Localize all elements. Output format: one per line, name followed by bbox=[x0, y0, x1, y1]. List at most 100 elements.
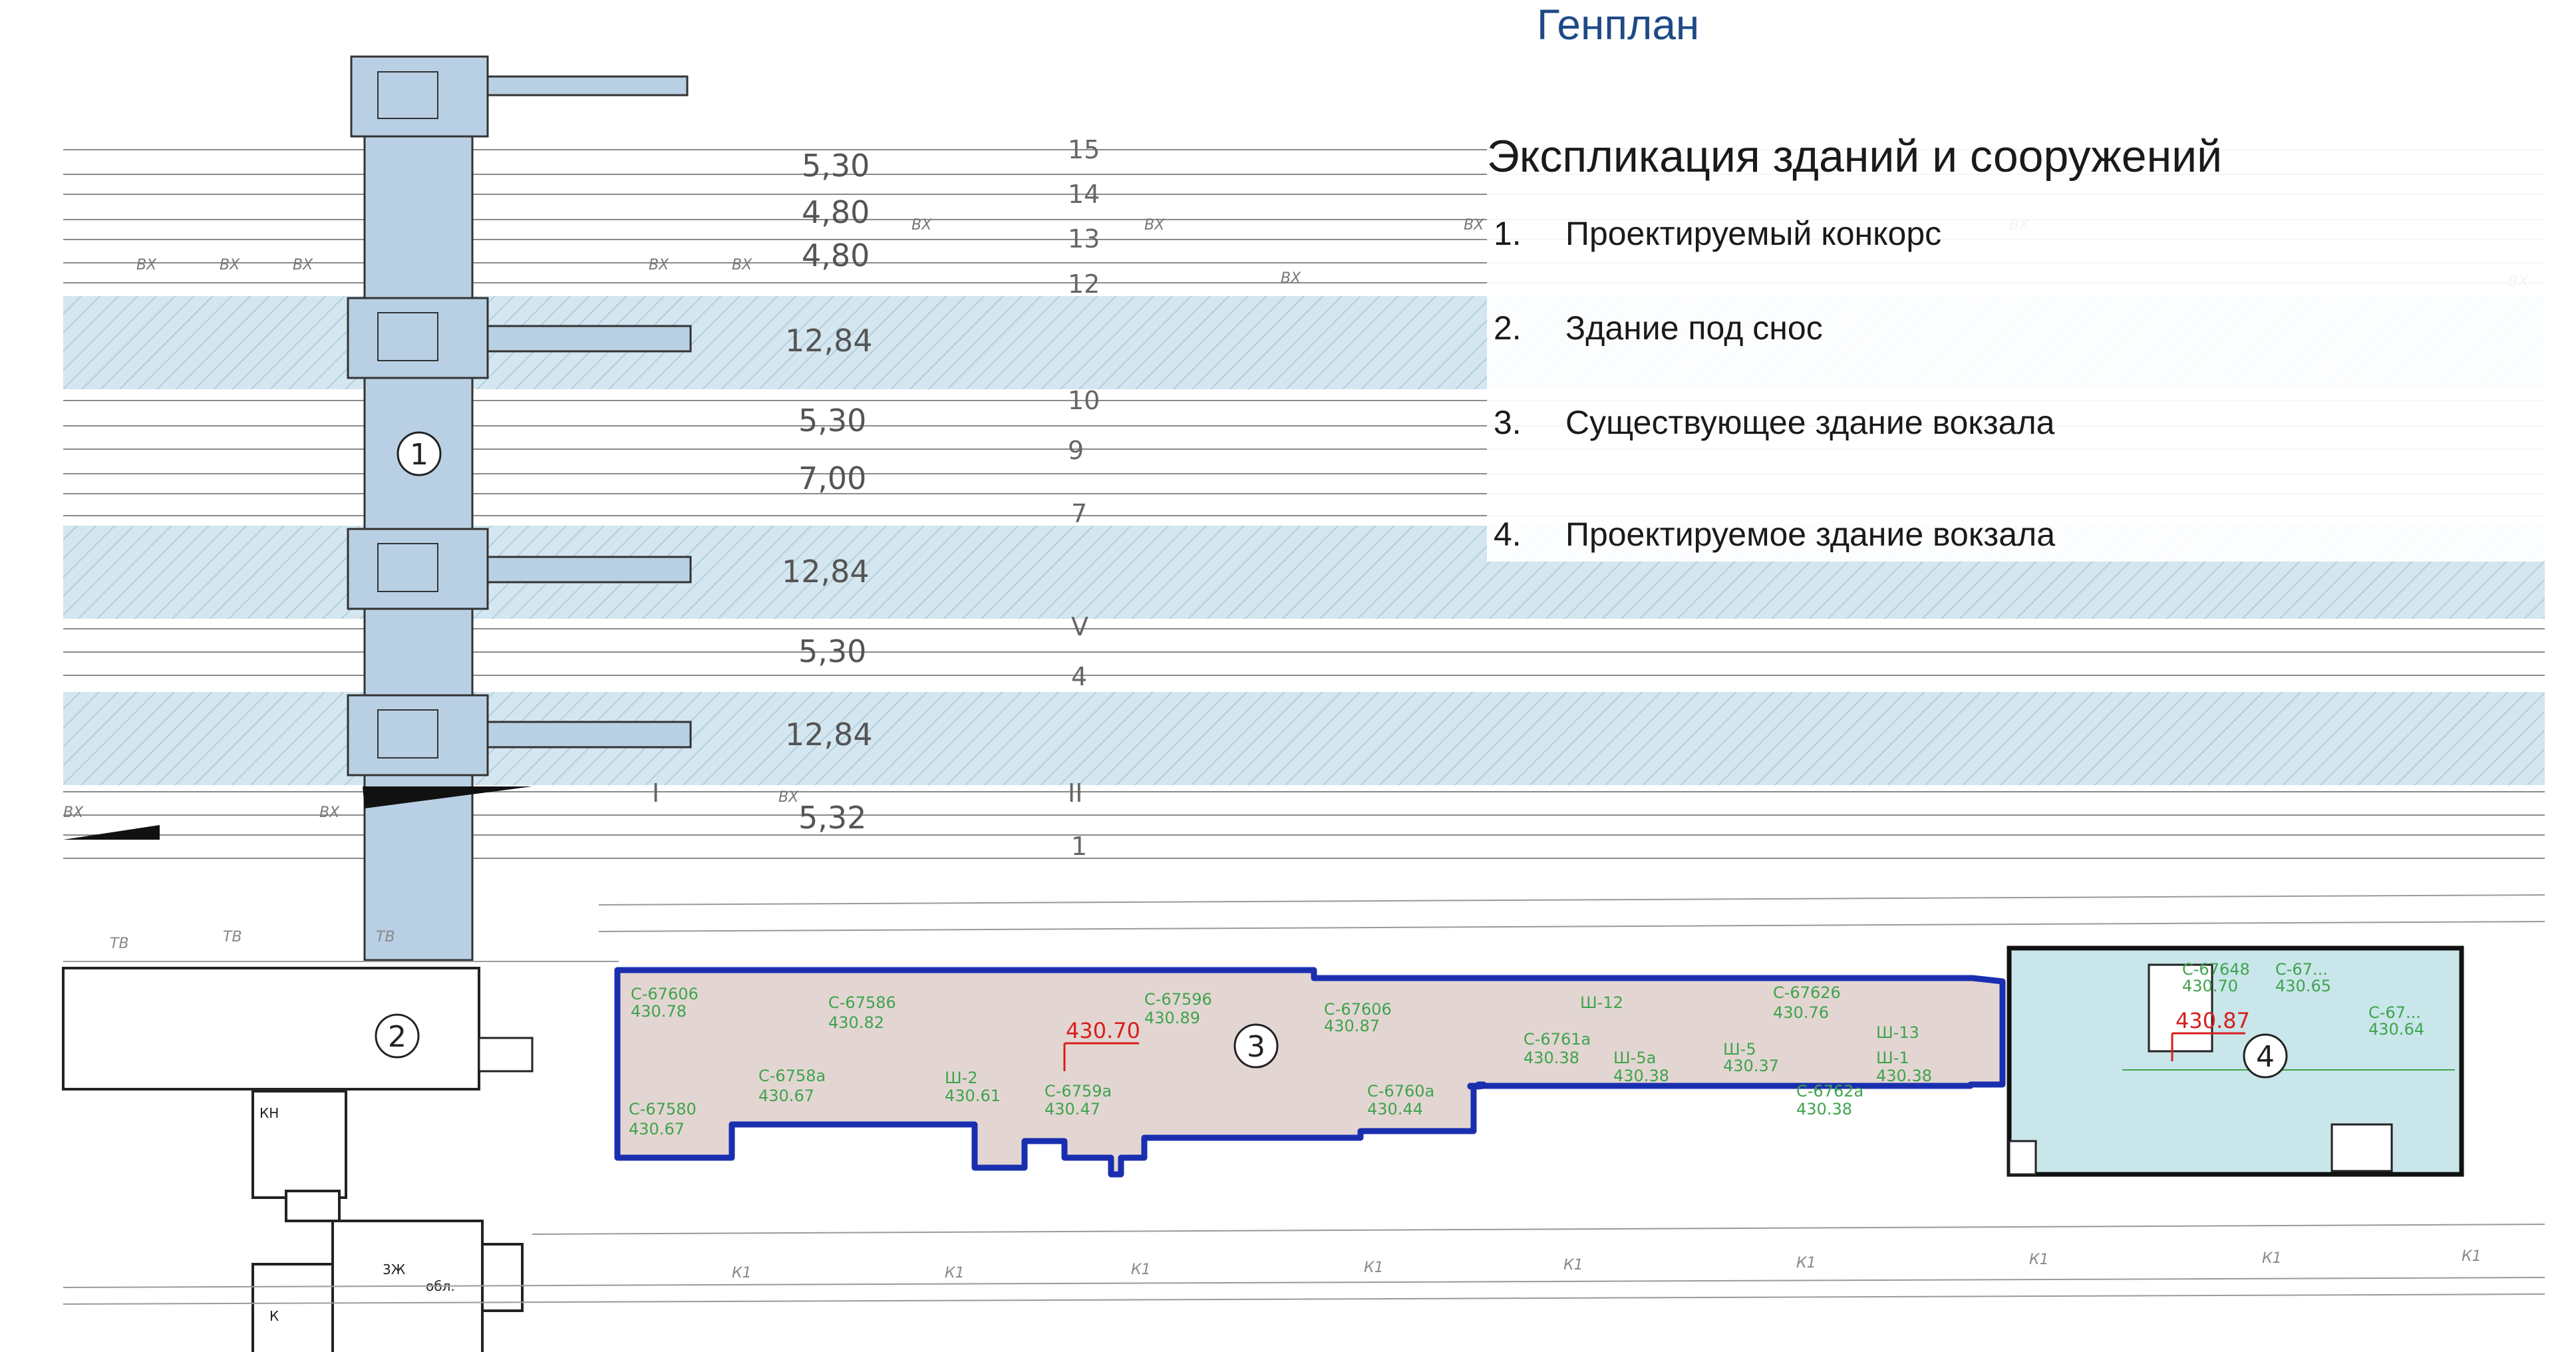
legend-item: 4. Проектируемое здание вокзала bbox=[1487, 515, 2576, 562]
svg-text:430.38: 430.38 bbox=[1876, 1067, 1932, 1085]
svg-text:BX: BX bbox=[1144, 217, 1165, 234]
svg-text:430.67: 430.67 bbox=[629, 1120, 685, 1138]
svg-text:V: V bbox=[1071, 612, 1088, 641]
legend-item-text: Существующее здание вокзала bbox=[1565, 404, 2055, 441]
svg-text:430.87: 430.87 bbox=[1324, 1017, 1380, 1035]
dimension-label: 4,80 bbox=[802, 194, 870, 230]
legend-item-text: Проектируемый конкорс bbox=[1565, 215, 1942, 252]
dimension-label: 5,32 bbox=[798, 800, 866, 836]
svg-text:BX: BX bbox=[293, 257, 313, 273]
svg-text:BX: BX bbox=[649, 257, 669, 273]
svg-text:К1: К1 bbox=[1796, 1255, 1816, 1271]
svg-text:С-6761а: С-6761а bbox=[1524, 1030, 1591, 1049]
dimension-label: 5,30 bbox=[798, 633, 866, 669]
svg-text:430.61: 430.61 bbox=[945, 1087, 1001, 1105]
svg-text:BX: BX bbox=[63, 804, 84, 821]
building-marker-2-label: 2 bbox=[388, 1020, 406, 1054]
legend-panel: Экспликация зданий и сооружений 1. Проек… bbox=[1487, 130, 2576, 562]
dimension-label: 5,30 bbox=[798, 403, 866, 438]
building-marker-4 bbox=[2243, 1033, 2288, 1079]
legend-item-text: Проектируемое здание вокзала bbox=[1565, 516, 2056, 553]
svg-text:С-6758а: С-6758а bbox=[758, 1067, 826, 1085]
svg-text:II: II bbox=[1068, 778, 1082, 808]
legend-item: 1. Проектируемый конкорс bbox=[1487, 214, 2576, 261]
svg-text:К1: К1 bbox=[1563, 1257, 1583, 1273]
svg-text:15: 15 bbox=[1068, 135, 1100, 164]
svg-text:С-67...: С-67... bbox=[2275, 960, 2328, 979]
svg-text:1: 1 bbox=[1071, 832, 1087, 861]
svg-text:BX: BX bbox=[136, 257, 157, 273]
svg-text:К1: К1 bbox=[2462, 1248, 2482, 1265]
svg-text:430.67: 430.67 bbox=[758, 1087, 814, 1105]
svg-text:9: 9 bbox=[1068, 436, 1084, 465]
svg-text:430.65: 430.65 bbox=[2275, 977, 2331, 995]
legend-item-number: 3. bbox=[1494, 404, 1522, 441]
svg-text:430.70: 430.70 bbox=[2182, 977, 2238, 995]
svg-text:7: 7 bbox=[1071, 499, 1087, 528]
dimension-label: 12,84 bbox=[785, 717, 873, 753]
svg-text:BX: BX bbox=[732, 257, 752, 273]
legend-title: Экспликация зданий и сооружений bbox=[1487, 131, 2223, 182]
svg-text:BX: BX bbox=[911, 217, 932, 234]
station-new-elevation: 430.87 bbox=[2175, 1008, 2250, 1033]
svg-text:Ш-2: Ш-2 bbox=[945, 1069, 978, 1087]
dimension-label: 4,80 bbox=[802, 238, 870, 273]
svg-text:С-6759а: С-6759а bbox=[1045, 1082, 1112, 1100]
legend-item-number: 4. bbox=[1494, 516, 1522, 553]
svg-text:Ш-5: Ш-5 bbox=[1723, 1040, 1756, 1059]
svg-text:14: 14 bbox=[1068, 180, 1100, 209]
svg-text:С-6762а: С-6762а bbox=[1796, 1082, 1863, 1100]
svg-text:13: 13 bbox=[1068, 224, 1100, 254]
svg-text:430.44: 430.44 bbox=[1367, 1100, 1423, 1118]
svg-text:12: 12 bbox=[1068, 269, 1100, 299]
svg-text:ТВ: ТВ bbox=[376, 929, 395, 945]
svg-text:BX: BX bbox=[220, 257, 240, 273]
svg-text:ТВ: ТВ bbox=[110, 935, 129, 952]
station-existing-elevation: 430.70 bbox=[1066, 1018, 1140, 1043]
dimension-label: 7,00 bbox=[798, 460, 866, 496]
legend-item-number: 1. bbox=[1494, 215, 1522, 252]
svg-text:К1: К1 bbox=[1131, 1262, 1151, 1278]
svg-text:С-67596: С-67596 bbox=[1144, 990, 1212, 1009]
track-number-labels: 15 14 13 12 10 9 7 V 4 II I 1 bbox=[652, 135, 1100, 861]
svg-text:К1: К1 bbox=[1364, 1260, 1384, 1276]
svg-text:BX: BX bbox=[778, 789, 799, 806]
svg-text:I: I bbox=[652, 778, 659, 808]
utility-lines bbox=[63, 894, 2545, 1305]
svg-text:С-67648: С-67648 bbox=[2182, 960, 2250, 979]
svg-text:430.78: 430.78 bbox=[631, 1002, 687, 1021]
dimension-labels: 5,30 4,80 4,80 12,84 5,30 7,00 12,84 5,3… bbox=[782, 148, 873, 836]
building-marker-2 bbox=[375, 1013, 420, 1059]
svg-text:К: К bbox=[269, 1308, 279, 1324]
building-marker-3-label: 3 bbox=[1247, 1030, 1265, 1064]
svg-text:С-67606: С-67606 bbox=[1324, 1000, 1392, 1019]
legend-item: 2. Здание под снос bbox=[1487, 309, 2576, 355]
dimension-label: 12,84 bbox=[782, 554, 870, 590]
legend-item-text: Здание под снос bbox=[1565, 309, 1823, 347]
svg-text:Ш-5а: Ш-5а bbox=[1613, 1049, 1656, 1067]
svg-text:КН: КН bbox=[259, 1105, 279, 1121]
svg-text:3Ж: 3Ж bbox=[383, 1262, 406, 1277]
concourse-building bbox=[63, 55, 692, 961]
building-marker-4-label: 4 bbox=[2256, 1040, 2275, 1074]
page-title: Генплан bbox=[1537, 1, 1700, 49]
svg-text:430.38: 430.38 bbox=[1796, 1100, 1852, 1118]
svg-text:С-6760а: С-6760а bbox=[1367, 1082, 1434, 1100]
svg-text:430.47: 430.47 bbox=[1045, 1100, 1100, 1118]
svg-text:430.37: 430.37 bbox=[1723, 1057, 1779, 1075]
svg-text:430.64: 430.64 bbox=[2368, 1020, 2424, 1039]
svg-text:К1: К1 bbox=[945, 1265, 965, 1281]
svg-text:BX: BX bbox=[1281, 270, 1301, 287]
legend-item: 3. Существующее здание вокзала bbox=[1487, 403, 2576, 450]
svg-text:С-67586: С-67586 bbox=[828, 993, 896, 1012]
svg-text:430.76: 430.76 bbox=[1773, 1003, 1829, 1022]
svg-text:430.89: 430.89 bbox=[1144, 1009, 1200, 1027]
svg-text:С-67...: С-67... bbox=[2368, 1003, 2421, 1022]
building-marker-3 bbox=[1233, 1023, 1279, 1069]
svg-text:К1: К1 bbox=[2029, 1252, 2049, 1268]
building-marker-1 bbox=[397, 431, 442, 476]
demolition-building bbox=[62, 967, 534, 1091]
new-station bbox=[2007, 945, 2464, 1177]
